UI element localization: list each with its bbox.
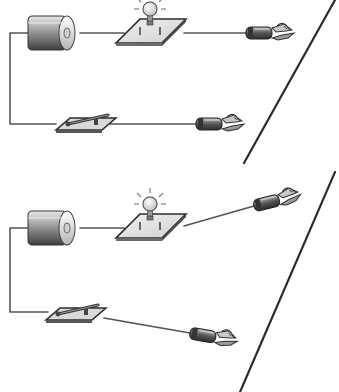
battery-icon [27, 15, 76, 51]
circuit-top [9, 0, 337, 165]
bulb-board-icon [115, 187, 187, 242]
wire-top-left-loop [9, 32, 57, 125]
wire-bottom-switch-clip [103, 317, 191, 334]
clip-top-icon[interactable] [251, 184, 303, 214]
clip-bottom-icon[interactable] [188, 323, 240, 349]
clip-bottom-icon[interactable] [195, 113, 245, 132]
clip-top-icon[interactable] [245, 22, 295, 41]
circuit-bottom [9, 170, 337, 392]
test-rod-top [242, 0, 337, 165]
wire-bottom-bulb-clip [183, 205, 255, 227]
switch-icon[interactable] [54, 113, 118, 135]
bulb-board-icon [115, 0, 187, 47]
switch-icon[interactable] [44, 303, 108, 325]
battery-icon [27, 210, 76, 246]
test-rod-bottom [238, 170, 337, 392]
wire-bottom-left-loop [9, 227, 49, 313]
